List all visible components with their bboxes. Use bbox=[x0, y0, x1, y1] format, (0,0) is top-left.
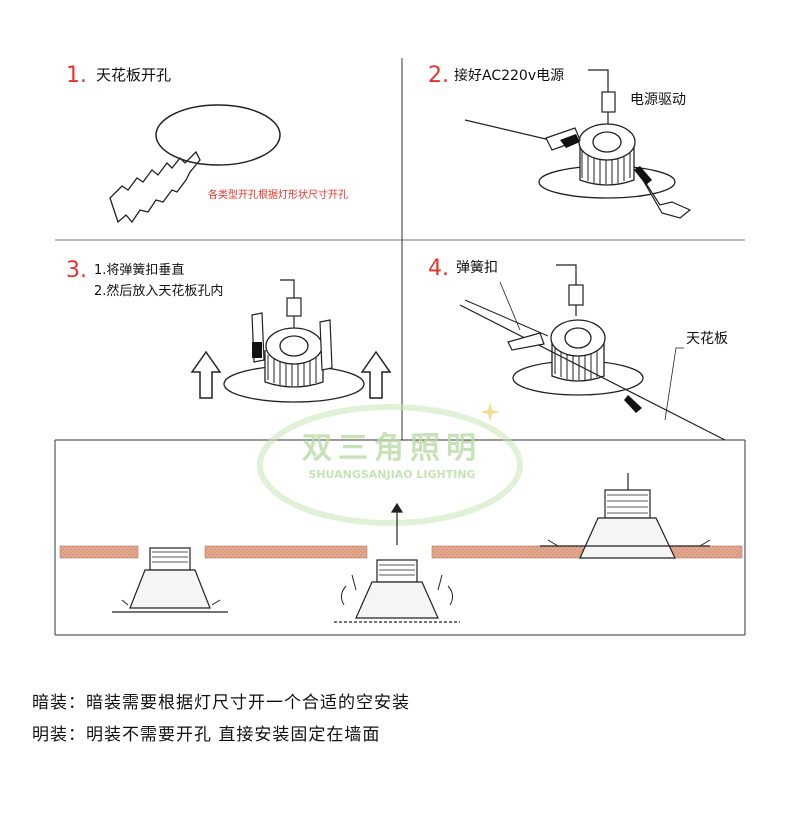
panel-step1: 1. 天花板开孔 各类型开孔根据灯形状尺寸开孔 bbox=[66, 63, 348, 224]
step3-line2: 2.然后放入天花板孔内 bbox=[94, 283, 223, 299]
downlight-unit bbox=[223, 327, 365, 403]
lamp-inserting bbox=[334, 502, 460, 623]
step3-number: 3. bbox=[66, 258, 87, 283]
step4-number: 4. bbox=[428, 256, 449, 281]
ceiling-hole bbox=[155, 104, 281, 166]
panel-grid bbox=[54, 58, 746, 636]
spring-clip-right bbox=[635, 167, 692, 219]
power-wire bbox=[588, 69, 609, 92]
panel-step3: 3. 1.将弹簧扣垂直 2.然后放入天花板孔内 bbox=[66, 258, 392, 403]
step1-number: 1. bbox=[66, 63, 87, 88]
step4-label: 弹簧扣 bbox=[456, 260, 498, 276]
watermark: 双三角照明 SHUANGSANJIAO LIGHTING bbox=[257, 402, 523, 526]
watermark-en: SHUANGSANJIAO LIGHTING bbox=[308, 468, 475, 481]
caption-surface: 明装：明装不需要开孔 直接安装固定在墙面 bbox=[32, 725, 381, 745]
driver-box bbox=[568, 284, 584, 306]
driver-label: 电源驱动 bbox=[630, 92, 686, 108]
rotate-arrow-icon bbox=[340, 585, 347, 606]
lamp-recessed-installed bbox=[112, 547, 228, 613]
lamp-surface-mounted bbox=[540, 473, 711, 559]
spring-clip-right bbox=[319, 319, 333, 371]
rotate-arrow-icon bbox=[447, 585, 454, 606]
arrow-up-icon bbox=[390, 502, 404, 513]
downlight-unit bbox=[512, 319, 644, 396]
watermark-cn: 双三角照明 bbox=[302, 431, 482, 466]
step3-line1: 1.将弹簧扣垂直 bbox=[94, 262, 184, 278]
step2-label: 接好AC220v电源 bbox=[454, 67, 564, 84]
driver-box bbox=[286, 297, 302, 317]
arrow-up-icon bbox=[360, 350, 392, 399]
step1-label: 天花板开孔 bbox=[96, 66, 171, 84]
caption-recessed: 暗装：暗装需要根据灯尺寸开一个合适的空安装 bbox=[32, 693, 410, 713]
arrow-up-icon bbox=[190, 350, 222, 399]
spring-wire bbox=[464, 119, 551, 141]
ceiling-label: 天花板 bbox=[686, 331, 728, 347]
panel-step4: 4. 弹簧扣 天花板 bbox=[428, 256, 728, 441]
panel-step2: 2. 接好AC220v电源 电源驱动 bbox=[428, 63, 692, 219]
driver-box bbox=[601, 91, 616, 113]
step2-number: 2. bbox=[428, 63, 449, 88]
ceiling-line bbox=[459, 304, 726, 441]
step1-note: 各类型开孔根据灯形状尺寸开孔 bbox=[208, 188, 348, 201]
saw-icon bbox=[109, 150, 201, 224]
spring-clip-left bbox=[507, 332, 545, 351]
